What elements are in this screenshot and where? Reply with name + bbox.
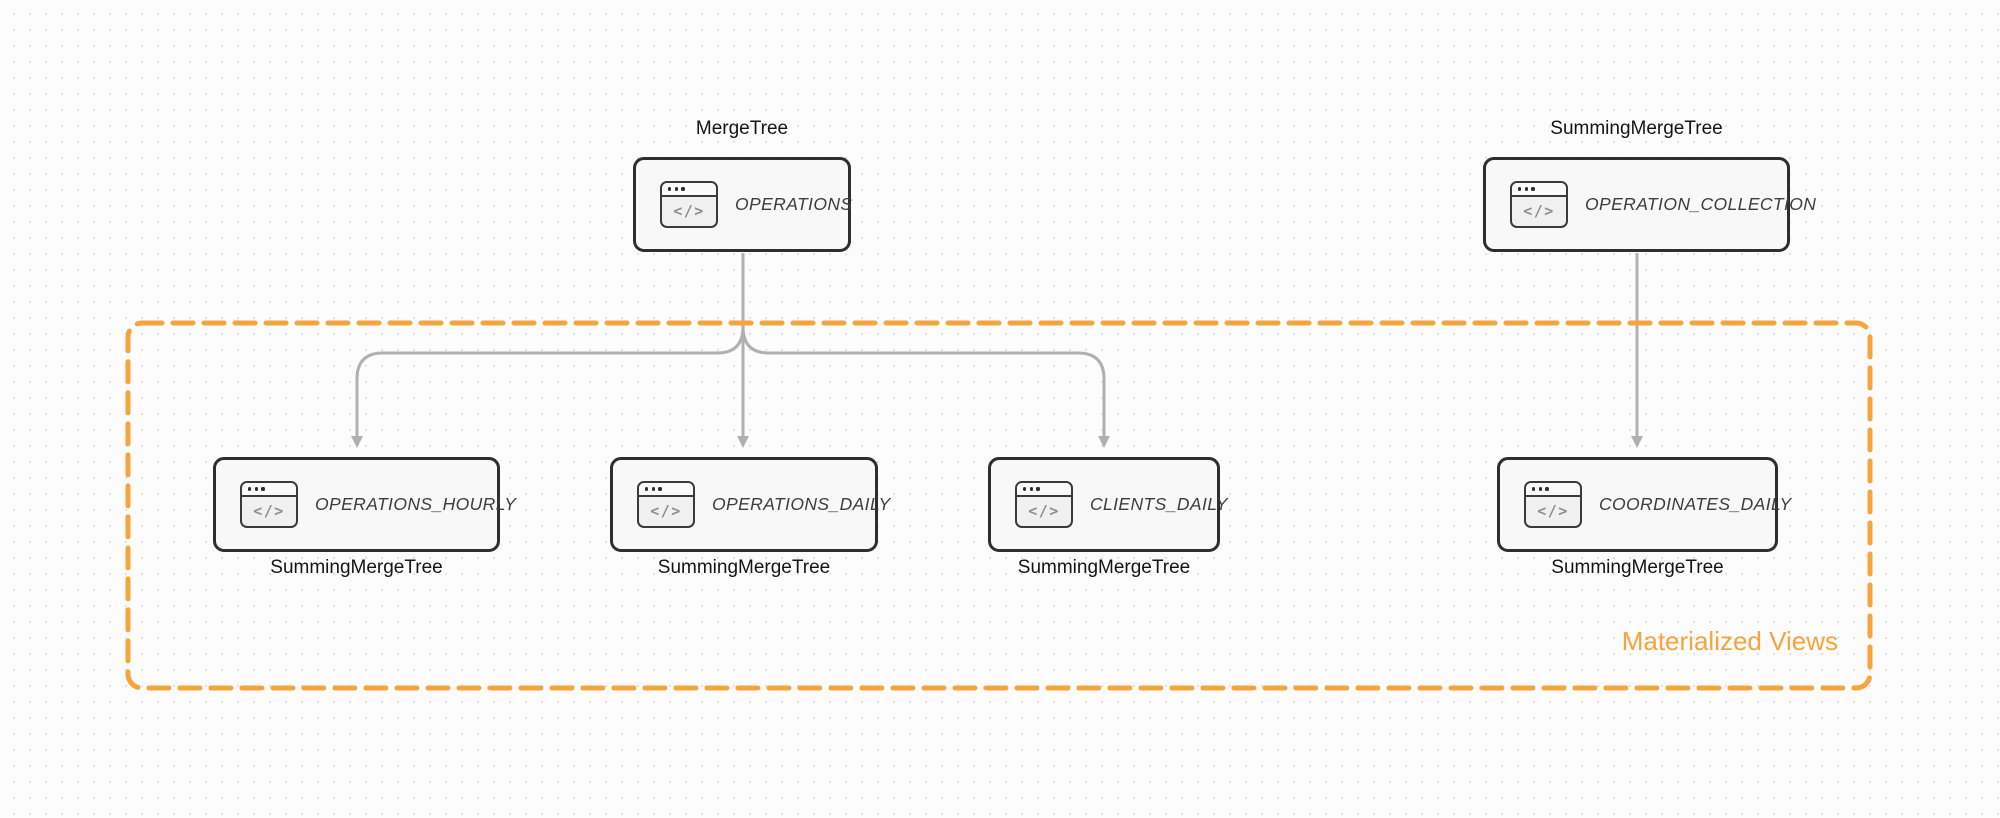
edge-operations-to-operations-hourly	[351, 326, 745, 448]
materialized-views-label: Materialized Views	[1621, 626, 1838, 656]
engine-label-clients-daily: SummingMergeTree	[1017, 557, 1191, 578]
code-window-icon: </>	[240, 481, 298, 528]
node-clients-daily: </> CLIENTS_DAILY	[988, 457, 1227, 552]
node-operations-hourly: </> OPERATIONS_HOURLY	[213, 457, 516, 552]
code-window-icon: </>	[1524, 481, 1582, 528]
node-operation-collection: </> OPERATION_COLLECTION	[1483, 157, 1816, 252]
code-window-icon: </>	[637, 481, 695, 528]
node-label: OPERATION_COLLECTION	[1585, 194, 1817, 214]
code-window-icon: </>	[660, 181, 718, 228]
node-label: CLIENTS_DAILY	[1090, 494, 1228, 514]
node-label: OPERATIONS	[735, 194, 853, 214]
code-window-icon: </>	[1510, 181, 1568, 228]
edge-operations-to-clients-daily	[741, 326, 1110, 448]
engine-label-operations: MergeTree	[695, 118, 789, 139]
code-window-icon: </>	[1015, 481, 1073, 528]
materialized-views-boundary	[125, 320, 1873, 691]
engine-label-operations-hourly: SummingMergeTree	[270, 557, 443, 578]
node-label: OPERATIONS_DAILY	[712, 494, 891, 514]
node-operations-daily: </> OPERATIONS_DAILY	[610, 457, 890, 552]
node-label: COORDINATES_DAILY	[1599, 494, 1792, 514]
engine-label-operations-daily: SummingMergeTree	[657, 557, 831, 578]
node-coordinates-daily: </> COORDINATES_DAILY	[1497, 457, 1791, 552]
node-operations: </> OPERATIONS	[633, 157, 853, 252]
node-label: OPERATIONS_HOURLY	[315, 494, 517, 514]
engine-label-coordinates-daily: SummingMergeTree	[1551, 557, 1724, 578]
engine-label-operation-collection: SummingMergeTree	[1550, 118, 1723, 139]
